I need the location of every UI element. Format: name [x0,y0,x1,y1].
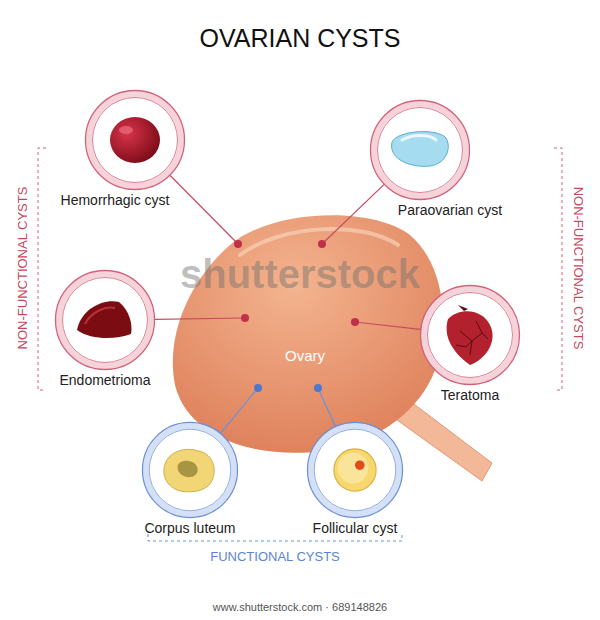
ovary-illustration [170,205,450,455]
group-label: NON-FUNCTIONAL CYSTS [15,187,30,350]
paraovarian-cyst-circle: Paraovarian cyst [370,100,470,200]
endometrioma-circle: Endometrioma [55,270,155,370]
cyst-illustration [420,285,520,385]
teratoma-circle: Teratoma [420,285,520,385]
watermark-url: www.shutterstock.com · 689148826 [213,601,387,613]
watermark: shutterstock [180,252,420,297]
hemorrhagic-cyst-circle: Hemorrhagic cyst [85,90,185,190]
left-bracket [38,148,46,390]
title: OVARIAN CYSTS [200,24,401,53]
ovary-shape: Ovary [170,205,450,455]
cyst-illustration [55,270,155,370]
cyst-label: Follicular cyst [313,520,398,536]
right-bracket [554,148,562,390]
follicular-cyst-circle: Follicular cyst [307,422,403,518]
cyst-illustration [142,422,238,518]
cyst-label: Teratoma [441,387,499,403]
ovary-label: Ovary [285,347,325,364]
cyst-illustration [307,422,403,518]
cyst-illustration [370,100,470,200]
cyst-label: Hemorrhagic cyst [61,192,170,208]
group-label: NON-FUNCTIONAL CYSTS [571,187,586,350]
cyst-label: Paraovarian cyst [398,202,502,218]
group-label: FUNCTIONAL CYSTS [210,549,340,564]
cyst-label: Endometrioma [59,372,150,388]
corpus-luteum-circle: Corpus luteum [142,422,238,518]
leader-line [170,176,242,248]
cyst-illustration [85,90,185,190]
cyst-label: Corpus luteum [144,520,235,536]
